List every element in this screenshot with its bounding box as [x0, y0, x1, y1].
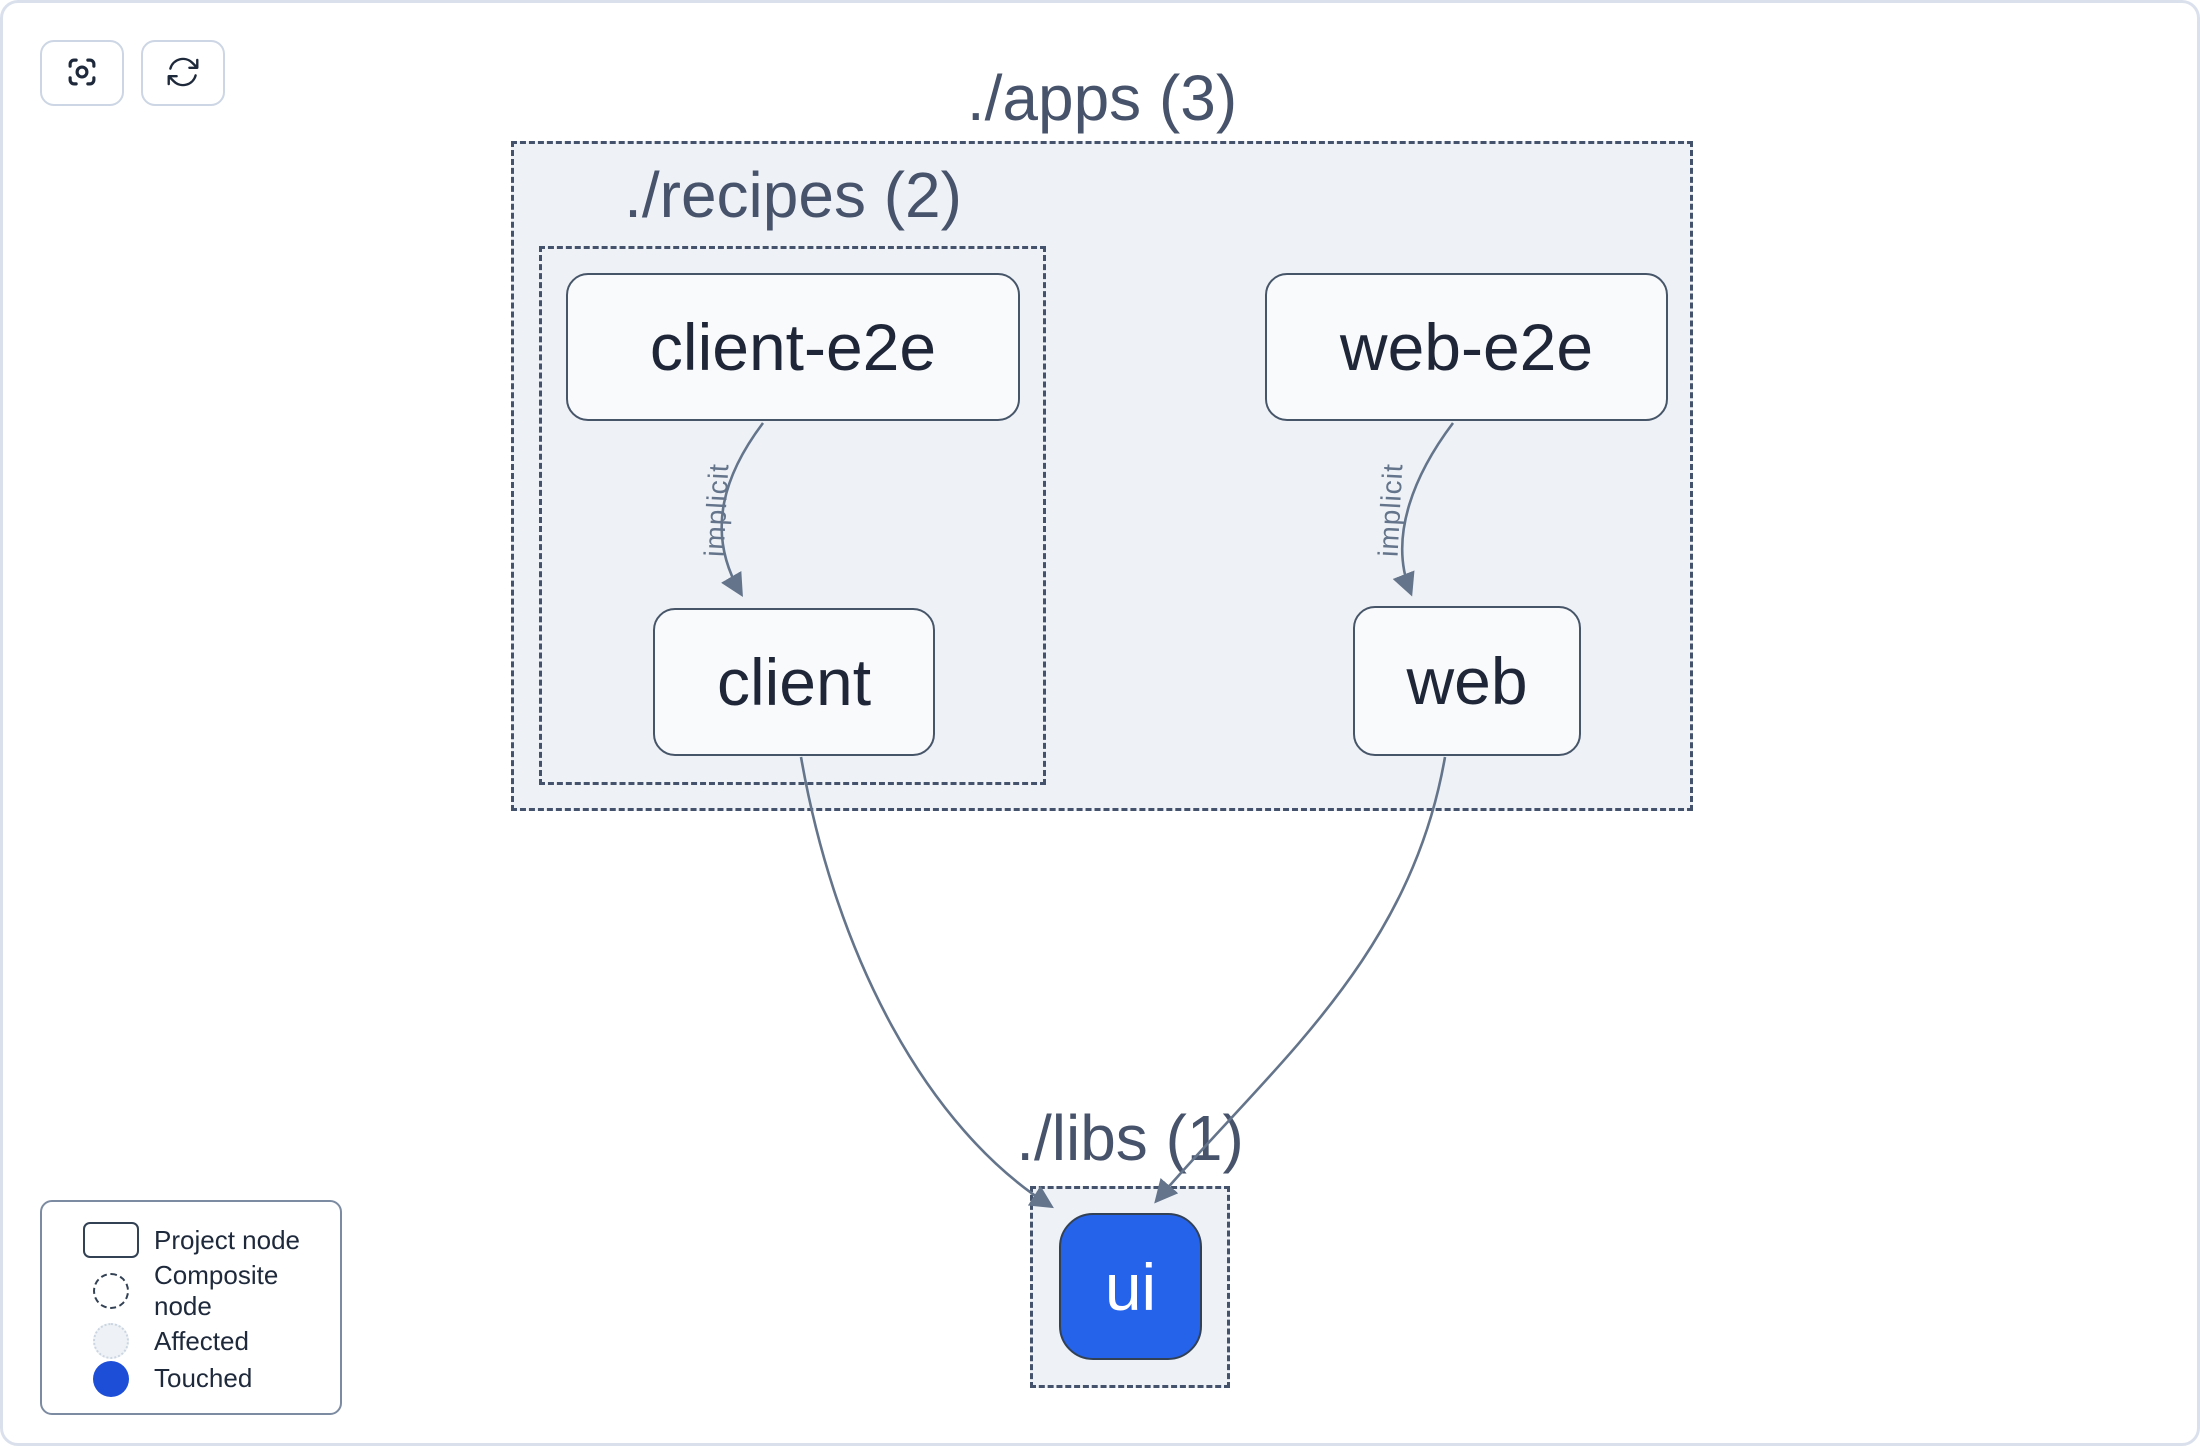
legend-label: Composite node [154, 1259, 279, 1321]
legend-item-affected: Affected [68, 1323, 320, 1360]
legend-item-touched: Touched [68, 1360, 320, 1397]
legend-label: Touched [154, 1363, 253, 1394]
legend-label: Affected [154, 1325, 249, 1356]
legend-item-project-node: Project node [68, 1222, 320, 1258]
refresh-graph-button[interactable] [141, 40, 225, 106]
edge-client-to-ui[interactable] [799, 756, 1054, 1209]
node-label: client-e2e [649, 310, 937, 384]
edge-label-implicit-web[interactable]: implicit [1372, 462, 1409, 558]
legend-label: Project node [154, 1224, 300, 1255]
edge-web-to-ui[interactable] [1154, 756, 1447, 1204]
project-node-swatch-icon [83, 1222, 139, 1258]
node-label: ui [1104, 1249, 1157, 1324]
composite-node-swatch-icon [93, 1272, 129, 1309]
node-label: web-e2e [1339, 310, 1594, 384]
edges-layer [720, 422, 1455, 1209]
legend: Project node Composite node Affected Tou… [40, 1200, 342, 1415]
edge-label-implicit-client[interactable]: implicit [698, 462, 735, 558]
composite-label-apps[interactable]: ./apps (3) [966, 62, 1238, 134]
edge-client-e2e-to-client[interactable] [720, 422, 765, 598]
edge-web-e2e-to-web[interactable] [1392, 422, 1455, 597]
viewfinder-icon [63, 53, 101, 94]
refresh-icon [164, 53, 202, 94]
legend-item-composite-node: Composite node [68, 1260, 320, 1322]
affected-swatch-icon [93, 1323, 129, 1360]
project-node-client-e2e[interactable]: client-e2e [566, 273, 1020, 421]
node-label: web [1406, 644, 1528, 718]
touched-swatch-icon [93, 1360, 129, 1397]
composite-label-recipes[interactable]: ./recipes (2) [624, 159, 962, 231]
project-node-web[interactable]: web [1353, 606, 1581, 756]
graph-toolbar [40, 40, 225, 106]
project-node-client[interactable]: client [653, 608, 935, 756]
focus-view-button[interactable] [40, 40, 124, 106]
node-label: client [716, 645, 872, 719]
project-node-ui[interactable]: ui [1059, 1213, 1202, 1360]
composite-label-libs[interactable]: ./libs (1) [1016, 1102, 1244, 1174]
project-node-web-e2e[interactable]: web-e2e [1265, 273, 1668, 421]
